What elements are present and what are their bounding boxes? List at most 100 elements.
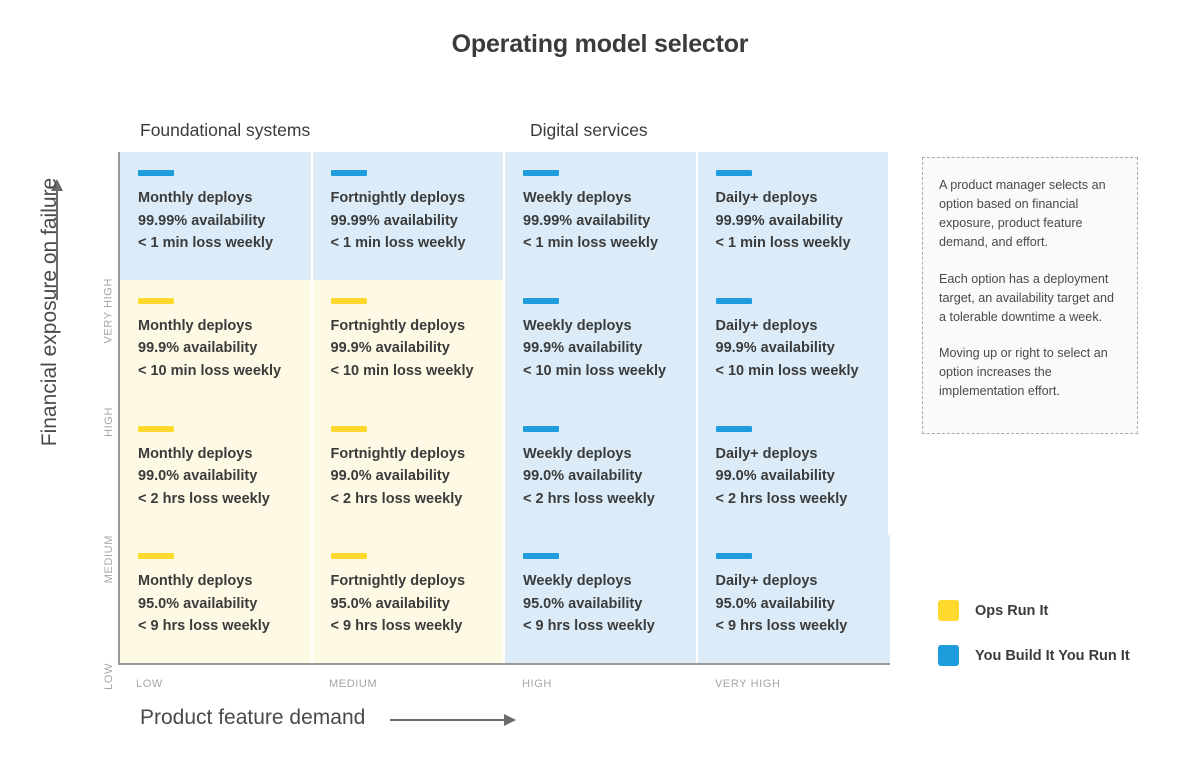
operating-model-bar-icon <box>523 298 559 304</box>
y-axis-tick-label: HIGH <box>103 407 115 437</box>
y-axis-title: Financial exposure on failure <box>38 112 62 512</box>
cell-line-deploys: Weekly deploys <box>523 443 680 466</box>
operating-model-bar-icon <box>331 553 367 559</box>
operating-model-bar-icon <box>331 426 367 432</box>
cell-line-loss: < 10 min loss weekly <box>716 360 873 383</box>
cell-line-deploys: Monthly deploys <box>138 443 295 466</box>
cell-line-deploys: Fortnightly deploys <box>331 570 488 593</box>
operating-model-bar-icon <box>331 298 367 304</box>
cell-line-loss: < 9 hrs loss weekly <box>138 615 295 638</box>
cell-line-loss: < 1 min loss weekly <box>523 232 680 255</box>
matrix-cell[interactable]: Fortnightly deploys99.9% availability< 1… <box>313 280 506 408</box>
cell-line-loss: < 9 hrs loss weekly <box>716 615 875 638</box>
cell-line-loss: < 1 min loss weekly <box>716 232 873 255</box>
cell-line-availability: 99.9% availability <box>138 337 295 360</box>
matrix-cell[interactable]: Daily+ deploys99.0% availability< 2 hrs … <box>698 408 891 536</box>
cell-line-availability: 99.99% availability <box>331 210 488 233</box>
legend-swatch-icon <box>938 600 959 621</box>
note-paragraph: Each option has a deployment target, an … <box>939 270 1121 327</box>
cell-line-deploys: Weekly deploys <box>523 315 680 338</box>
x-axis-tick-label: MEDIUM <box>329 678 377 690</box>
cell-line-loss: < 10 min loss weekly <box>138 360 295 383</box>
cell-line-availability: 95.0% availability <box>716 593 875 616</box>
matrix-cell[interactable]: Daily+ deploys99.9% availability< 10 min… <box>698 280 891 408</box>
cell-line-deploys: Weekly deploys <box>523 570 680 593</box>
y-axis-tick-label: LOW <box>103 663 115 690</box>
operating-model-bar-icon <box>138 426 174 432</box>
legend-item[interactable]: You Build It You Run It <box>938 645 1130 666</box>
cell-line-deploys: Daily+ deploys <box>716 315 873 338</box>
x-axis-tick-label: LOW <box>136 678 163 690</box>
y-axis-tick: LOW <box>0 651 120 663</box>
cell-line-deploys: Monthly deploys <box>138 187 295 210</box>
operating-model-bar-icon <box>716 553 752 559</box>
matrix-cell[interactable]: Fortnightly deploys99.99% availability< … <box>313 152 506 280</box>
operating-model-bar-icon <box>716 170 752 176</box>
note-paragraph: A product manager selects an option base… <box>939 176 1121 253</box>
cell-line-loss: < 10 min loss weekly <box>523 360 680 383</box>
y-axis-tick: MEDIUM <box>0 523 120 535</box>
cell-line-deploys: Daily+ deploys <box>716 443 873 466</box>
cell-line-loss: < 9 hrs loss weekly <box>331 615 488 638</box>
legend-swatch-icon <box>938 645 959 666</box>
matrix-cell[interactable]: Daily+ deploys95.0% availability< 9 hrs … <box>698 535 891 663</box>
cell-line-loss: < 2 hrs loss weekly <box>331 488 488 511</box>
cell-line-availability: 99.9% availability <box>331 337 488 360</box>
cell-line-availability: 99.0% availability <box>138 465 295 488</box>
cell-line-deploys: Fortnightly deploys <box>331 443 488 466</box>
matrix-cell[interactable]: Weekly deploys99.9% availability< 10 min… <box>505 280 698 408</box>
cell-line-availability: 99.99% availability <box>138 210 295 233</box>
cell-line-loss: < 2 hrs loss weekly <box>523 488 680 511</box>
legend-item[interactable]: Ops Run It <box>938 600 1130 621</box>
cell-line-deploys: Weekly deploys <box>523 187 680 210</box>
matrix-cell[interactable]: Monthly deploys99.99% availability< 1 mi… <box>120 152 313 280</box>
x-axis-tick-label: HIGH <box>522 678 552 690</box>
cell-line-availability: 99.0% availability <box>716 465 873 488</box>
cell-line-availability: 99.99% availability <box>716 210 873 233</box>
matrix-cell[interactable]: Monthly deploys99.9% availability< 10 mi… <box>120 280 313 408</box>
cell-line-deploys: Fortnightly deploys <box>331 315 488 338</box>
cell-line-deploys: Monthly deploys <box>138 570 295 593</box>
legend-label: Ops Run It <box>975 603 1048 619</box>
matrix-cell[interactable]: Weekly deploys99.99% availability< 1 min… <box>505 152 698 280</box>
matrix-cell[interactable]: Weekly deploys95.0% availability< 9 hrs … <box>505 535 698 663</box>
cell-line-loss: < 2 hrs loss weekly <box>138 488 295 511</box>
cell-line-availability: 99.9% availability <box>523 337 680 360</box>
legend: Ops Run It You Build It You Run It <box>938 600 1130 666</box>
y-axis-tick-label: VERY HIGH <box>103 278 115 344</box>
cell-line-loss: < 9 hrs loss weekly <box>523 615 680 638</box>
cell-line-loss: < 1 min loss weekly <box>331 232 488 255</box>
operating-model-bar-icon <box>138 170 174 176</box>
operating-model-bar-icon <box>523 426 559 432</box>
matrix-cell[interactable]: Fortnightly deploys95.0% availability< 9… <box>313 535 506 663</box>
cell-line-availability: 99.0% availability <box>523 465 680 488</box>
note-paragraph: Moving up or right to select an option i… <box>939 344 1121 401</box>
matrix-cell[interactable]: Monthly deploys95.0% availability< 9 hrs… <box>120 535 313 663</box>
y-axis-tick-label: MEDIUM <box>103 535 115 583</box>
cell-line-availability: 99.9% availability <box>716 337 873 360</box>
matrix-cell[interactable]: Daily+ deploys99.99% availability< 1 min… <box>698 152 891 280</box>
cell-line-availability: 95.0% availability <box>138 593 295 616</box>
cell-line-deploys: Fortnightly deploys <box>331 187 488 210</box>
matrix-cell[interactable]: Weekly deploys99.0% availability< 2 hrs … <box>505 408 698 536</box>
x-axis-tick-label: VERY HIGH <box>715 678 781 690</box>
cell-line-deploys: Daily+ deploys <box>716 187 873 210</box>
operating-model-bar-icon <box>523 553 559 559</box>
cell-line-loss: < 2 hrs loss weekly <box>716 488 873 511</box>
explanatory-note-box: A product manager selects an option base… <box>922 157 1138 434</box>
page-title: Operating model selector <box>0 30 1200 59</box>
matrix-cell[interactable]: Monthly deploys99.0% availability< 2 hrs… <box>120 408 313 536</box>
legend-label: You Build It You Run It <box>975 648 1130 664</box>
operating-model-bar-icon <box>138 553 174 559</box>
operating-model-bar-icon <box>138 298 174 304</box>
cell-line-availability: 95.0% availability <box>523 593 680 616</box>
operating-model-bar-icon <box>716 298 752 304</box>
cell-line-loss: < 1 min loss weekly <box>138 232 295 255</box>
x-axis-title: Product feature demand <box>140 706 365 730</box>
operating-model-bar-icon <box>716 426 752 432</box>
cell-line-availability: 99.99% availability <box>523 210 680 233</box>
cell-line-availability: 95.0% availability <box>331 593 488 616</box>
cell-line-deploys: Daily+ deploys <box>716 570 875 593</box>
matrix-cell[interactable]: Fortnightly deploys99.0% availability< 2… <box>313 408 506 536</box>
